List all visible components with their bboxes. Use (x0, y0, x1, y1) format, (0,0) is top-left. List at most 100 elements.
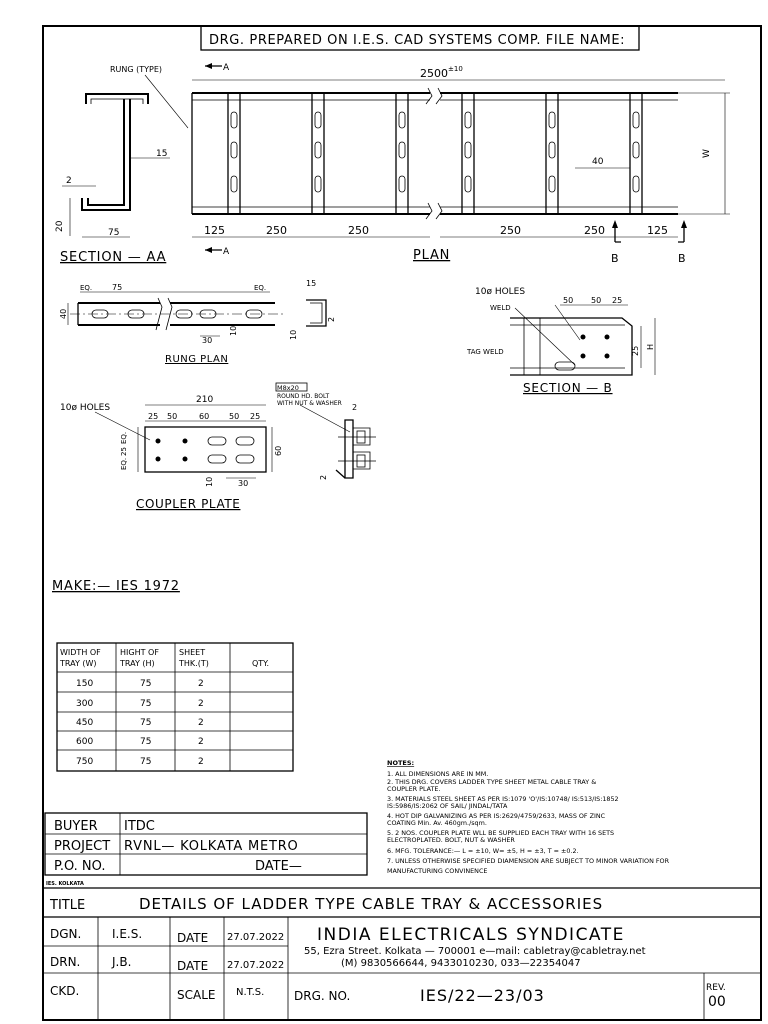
coupler-bottom-30: 30 (238, 479, 248, 488)
project-value: RVNL— KOLKATA METRO (124, 839, 299, 854)
make-label: MAKE:— IES 1972 (52, 579, 180, 594)
section-b-view: 10ø HOLES WELD TAG WELD 50 50 25 25 H SE… (466, 287, 656, 395)
project-label: PROJECT (54, 839, 110, 854)
sec-aa-dim-2: 2 (66, 176, 72, 186)
coupler-dim-25a: 25 (148, 412, 158, 421)
po-date-label: DATE— (255, 859, 302, 874)
table-cell: 75 (140, 757, 151, 767)
table-cell: 750 (76, 757, 93, 767)
table-cell: 75 (140, 699, 151, 709)
plan-mark-b-left: B (611, 252, 619, 265)
spec-table: WIDTH OF TRAY (W) HIGHT OF TRAY (H) SHEE… (56, 642, 294, 772)
table-cell: 75 (140, 718, 151, 728)
table-cell: 2 (198, 699, 204, 709)
plan-dim-6: 125 (647, 224, 668, 237)
table-cell: 600 (76, 737, 93, 747)
notes-heading: NOTES: (387, 759, 414, 767)
dgn-date: 27.07.2022 (227, 932, 284, 943)
plan-dim-4: 250 (500, 224, 521, 237)
drn-label: DRN. (50, 955, 80, 969)
section-aa-title: SECTION — AA (60, 250, 166, 265)
rung-dim-75: 75 (112, 283, 122, 292)
rung-leader (144, 74, 189, 129)
notes-line: 2. THIS DRG. COVERS LADDER TYPE SHEET ME… (387, 778, 596, 786)
coupler-holes: 10ø HOLES (60, 403, 110, 413)
rung-dim-15: 15 (306, 279, 316, 288)
rung-dim-30: 30 (202, 336, 212, 345)
table-cell: 2 (198, 679, 204, 689)
plan-dim-5: 250 (584, 224, 605, 237)
coupler-dim-60: 60 (199, 412, 209, 421)
company-name: INDIA ELECTRICALS SYNDICATE (317, 925, 625, 945)
rung-type-label: RUNG (TYPE) (110, 65, 162, 74)
plan-title: PLAN (413, 248, 450, 263)
section-b-tag-weld: TAG WELD (466, 348, 504, 356)
th-height-2: TRAY (H) (119, 659, 155, 668)
notes-line: 6. MFG. TOLERANCE:— L = ±10, W= ±5, H = … (387, 847, 579, 855)
plan-inner-dim: 40 (592, 157, 604, 167)
title-text: DETAILS OF LADDER TYPE CABLE TRAY & ACCE… (139, 895, 603, 913)
drg-no-label: DRG. NO. (294, 989, 350, 1003)
section-aa-view: RUNG (TYPE) 15 2 20 75 SECTION — AA (55, 65, 189, 265)
th-qty: QTY. (252, 659, 269, 668)
drn-date: 27.07.2022 (227, 960, 284, 971)
table-cell: 2 (198, 757, 204, 767)
notes-line: 5. 2 NOS. COUPLER PLATE WLL BE SUPPLIED … (387, 829, 614, 837)
rung-dim-10a: 10 (229, 326, 238, 336)
title-label: TITLE (49, 898, 85, 913)
notes-line: 7. UNLESS OTHERWISE SPECIFIED DIAMENSION… (387, 857, 670, 865)
coupler-side-dim-top: 2 (352, 403, 357, 412)
plan-width-mark: W (702, 149, 712, 158)
table-cell: 450 (76, 718, 93, 728)
title-block: TITLE DETAILS OF LADDER TYPE CABLE TRAY … (43, 887, 761, 1020)
plan-mark-b-right: B (678, 252, 686, 265)
bolt-note-3: WITH NUT & WASHER (277, 400, 342, 407)
th-sheet-1: SHEET (179, 648, 205, 657)
coupler-left-25: 25 (120, 447, 128, 456)
plan-dim-3: 250 (348, 224, 369, 237)
plan-dim-2: 250 (266, 224, 287, 237)
header-note: DRG. PREPARED ON I.E.S. CAD SYSTEMS COMP… (200, 25, 640, 51)
rung-dim-eq1: EQ. (80, 284, 92, 292)
table-cell: 75 (140, 737, 151, 747)
sec-aa-dim-15: 15 (156, 149, 167, 159)
table-cell: 150 (76, 679, 93, 689)
th-height-1: HIGHT OF (120, 648, 159, 657)
section-b-dim-25h: 25 (612, 296, 622, 305)
coupler-dim-210: 210 (196, 395, 213, 405)
ckd-label: CKD. (50, 984, 79, 998)
dgn-by: I.E.S. (112, 927, 142, 941)
coupler-dim-25b: 25 (250, 412, 260, 421)
rung-plan-view: EQ. 75 EQ. 40 30 10 15 2 10 RUNG PLAN (59, 279, 336, 365)
rung-plan-title: RUNG PLAN (165, 354, 228, 365)
section-b-dim-25v: 25 (631, 346, 640, 356)
notes-line: ELECTROPLATED. BOLT, NUT & WASHER (387, 836, 515, 844)
th-sheet-2: THK.(T) (178, 659, 209, 668)
plan-length: 2500 (420, 67, 448, 80)
coupler-title: COUPLER PLATE (136, 497, 240, 511)
scale-label: SCALE (177, 988, 215, 1002)
scale-value: N.T.S. (236, 987, 264, 998)
section-b-holes: 10ø HOLES (475, 287, 525, 297)
bolt-note-1: M8x20 (277, 384, 299, 392)
bolt-note-2: ROUND HD. BOLT (277, 393, 329, 400)
table-cell: 75 (140, 679, 151, 689)
po-label: P.O. NO. (54, 859, 105, 874)
plan-dim-1: 125 (204, 224, 225, 237)
sec-aa-dim-75: 75 (108, 228, 119, 238)
coupler-dim-50b: 50 (229, 412, 239, 421)
notes-line: IS:5986/IS:2062 OF SAIL/ JINDAL/TATA (387, 802, 508, 810)
table-cell: 2 (198, 737, 204, 747)
notes-line: 3. MATERIALS STEEL SHEET AS PER IS:1079 … (387, 795, 619, 803)
section-b-dim-h: H (646, 344, 655, 350)
drg-no-value: IES/22—23/03 (420, 986, 545, 1005)
table-cell: 300 (76, 699, 93, 709)
drn-date-label: DATE (177, 959, 208, 973)
rung-dim-eq2: EQ. (254, 284, 266, 292)
plan-view: A A 2500 ±10 W (191, 63, 730, 265)
notes-line: 4. HOT DIP GALVANIZING AS PER IS:2629/47… (387, 812, 606, 820)
company-address: 55, Ezra Street. Kolkata — 700001 e—mail… (304, 946, 646, 957)
section-b-weld: WELD (490, 304, 511, 312)
